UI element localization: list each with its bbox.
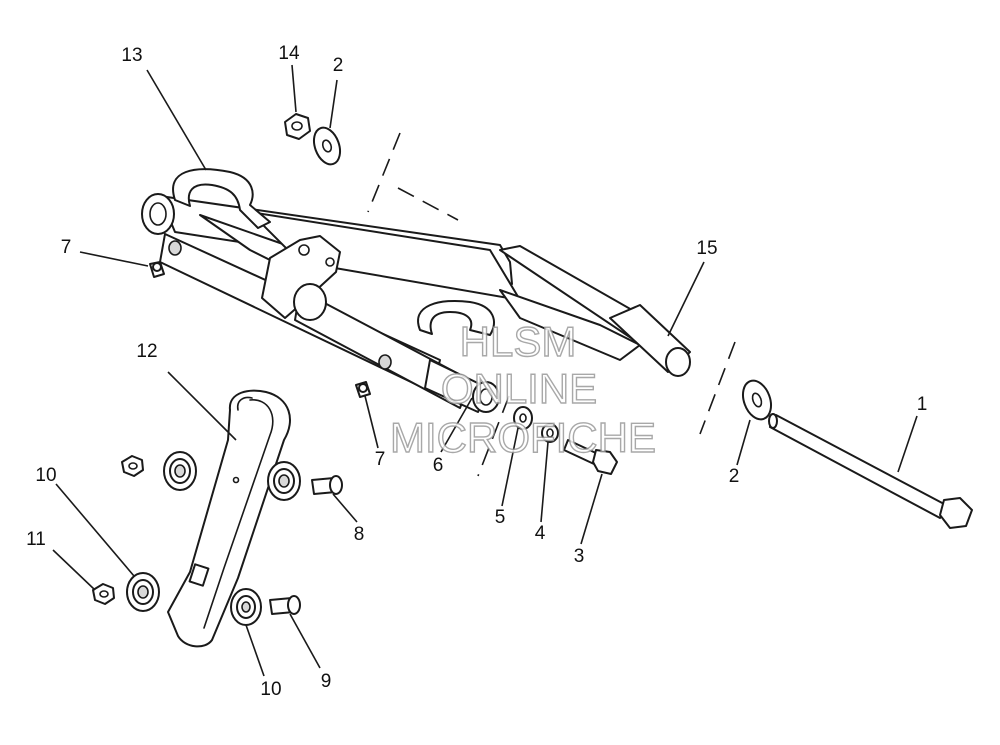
callout-6: 6 (433, 455, 444, 476)
bolt-3 (563, 439, 618, 475)
pin-8 (311, 475, 343, 495)
washer-2-right (741, 379, 773, 421)
callout-8: 8 (354, 524, 365, 545)
hex-nut-link-upper (121, 455, 144, 477)
bushing-10-right (230, 588, 262, 626)
callout-15: 15 (696, 238, 717, 259)
callout-2-right: 2 (729, 466, 740, 487)
hex-nut-11 (92, 583, 115, 605)
hex-nut-14 (284, 113, 311, 140)
link-arm-12 (167, 389, 291, 648)
callout-10-right: 10 (260, 679, 281, 700)
callout-4: 4 (535, 523, 546, 544)
washer-5 (513, 406, 533, 430)
watermark-line-2: ONLINE (441, 365, 597, 412)
long-bolt-1 (768, 413, 973, 529)
callout-10-left: 10 (35, 465, 56, 486)
lock-washer-4 (541, 423, 559, 443)
callout-3: 3 (574, 546, 585, 567)
callout-12: 12 (136, 341, 157, 362)
callouts: 13 14 2 7 15 12 7 6 5 4 3 2 1 8 10 11 10… (26, 43, 927, 700)
grease-fitting-7-left (149, 261, 165, 278)
callout-1: 1 (917, 394, 928, 415)
watermark-line-1: HLSM (460, 318, 577, 365)
callout-7-right: 7 (375, 449, 386, 470)
callout-2-upper: 2 (333, 55, 344, 76)
bushing-link-upper-right (267, 461, 301, 501)
bushing-link-upper-left (163, 451, 197, 491)
watermark-line-3: MICROFICHE (390, 414, 656, 461)
callout-5: 5 (495, 507, 506, 528)
bushing-10-left (126, 572, 160, 612)
leader-lines (52, 64, 918, 677)
washer-2-upper (312, 126, 342, 166)
callout-13: 13 (121, 45, 142, 66)
grease-fitting-7-right (355, 381, 371, 398)
callout-9: 9 (321, 671, 332, 692)
pin-9 (269, 595, 301, 615)
callout-11: 11 (26, 529, 46, 550)
swing-arm-assembly (141, 168, 691, 413)
watermark: HLSM ONLINE MICROFICHE (389, 317, 656, 461)
callout-7-left: 7 (61, 237, 72, 258)
centerlines (367, 132, 736, 477)
callout-14: 14 (278, 43, 300, 64)
